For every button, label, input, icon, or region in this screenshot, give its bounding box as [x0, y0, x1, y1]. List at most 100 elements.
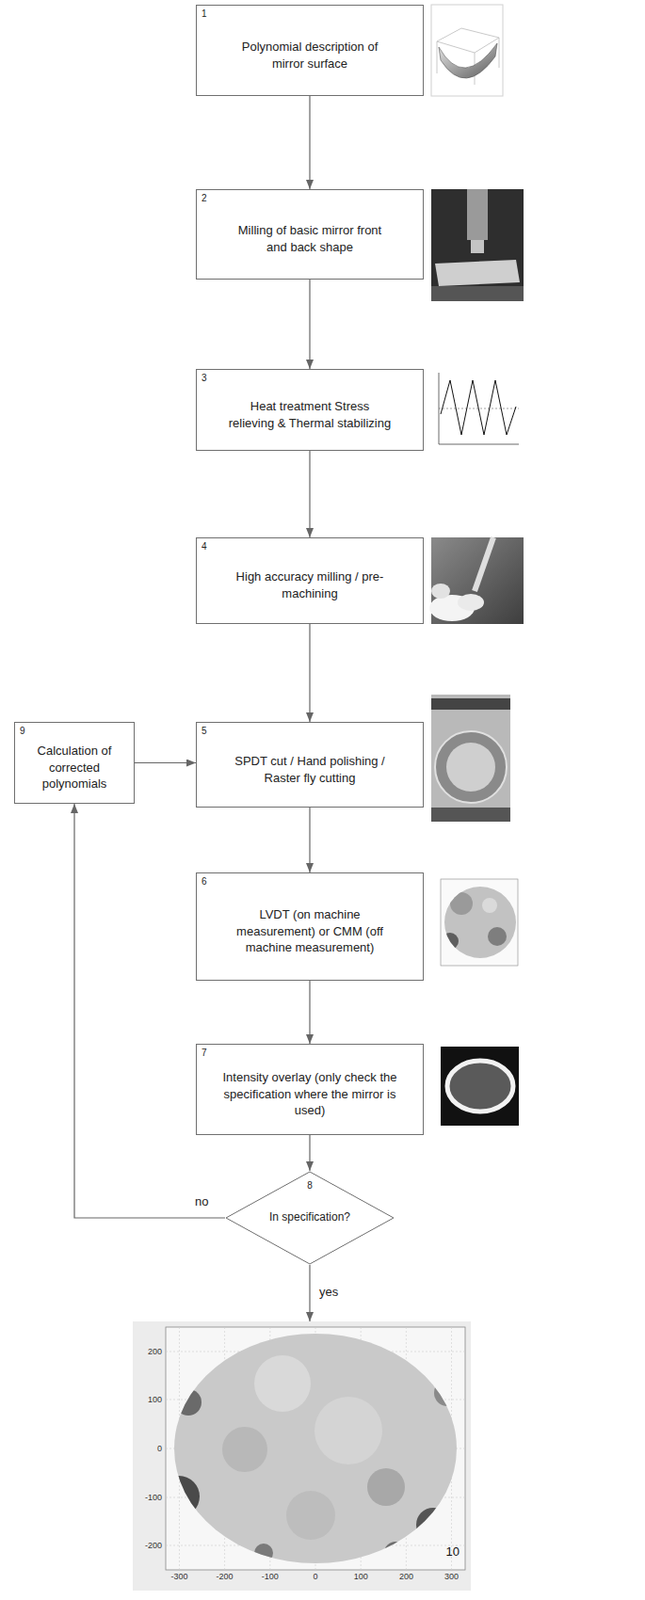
- chart-axes: [438, 372, 519, 445]
- deviation-patch: [254, 1544, 274, 1564]
- flow-arrow: [308, 279, 310, 370]
- step-number: 2: [201, 193, 208, 204]
- thumbnail-frame: [431, 4, 503, 97]
- deviation-patch: [384, 1542, 407, 1565]
- temperature-chart-thumbnail: [431, 369, 521, 452]
- flow-arrow: [308, 624, 310, 723]
- axis-tick-label: -300: [170, 1573, 188, 1582]
- plot-area: [440, 879, 518, 967]
- axis-tick-label: -100: [145, 1494, 162, 1503]
- deviation-patch: [441, 933, 459, 951]
- deviation-patch: [254, 1355, 311, 1413]
- flow-arrow: [74, 804, 226, 1219]
- machine-beam: [431, 698, 511, 710]
- step-text: Heat treatment Stress relieving & Therma…: [226, 398, 393, 432]
- deviation-patch: [482, 898, 498, 914]
- flow-arrow: [134, 762, 196, 764]
- grid-lines: [165, 1327, 466, 1571]
- axis-tick-label: -200: [145, 1542, 162, 1551]
- step-text: LVDT (on machine measurement) or CMM (of…: [226, 906, 393, 957]
- plot-area: [440, 1047, 519, 1127]
- deviation-patch: [175, 1389, 202, 1417]
- deviation-patch: [222, 1427, 268, 1473]
- measurement-map-thumbnail: [431, 872, 521, 982]
- process-box: 6LVDT (on machine measurement) or CMM (o…: [195, 872, 424, 982]
- step-number: 5: [201, 725, 208, 737]
- deviation-patch: [314, 1397, 383, 1466]
- step-number: 7: [201, 1048, 208, 1059]
- thumbnail-frame: [431, 1044, 521, 1136]
- spdt-machine-photo-thumbnail: [431, 694, 511, 823]
- decision-diamond: 8 In specification?: [225, 1171, 395, 1266]
- intensity-ring: [447, 1061, 514, 1113]
- temperature-cycle: [440, 380, 516, 436]
- axis-tick-label: 200: [399, 1573, 414, 1582]
- surface-plot-thumbnail: [431, 4, 503, 97]
- edge-label: no: [193, 1195, 210, 1210]
- workpiece: [435, 259, 520, 287]
- process-box: 2Milling of basic mirror front and back …: [195, 189, 424, 280]
- flow-arrow: [308, 1265, 310, 1323]
- process-box: 1Polynomial description of mirror surfac…: [195, 4, 424, 97]
- premachining-photo-thumbnail: [429, 537, 524, 625]
- decision-text: In specification?: [269, 1210, 351, 1225]
- process-box: 7Intensity overlay (only check the speci…: [195, 1044, 424, 1136]
- chips: [457, 594, 484, 612]
- step-text: Milling of basic mirror front and back s…: [226, 222, 393, 256]
- thumbnail-frame: [431, 369, 521, 452]
- step-number: 4: [201, 541, 208, 552]
- machine-table: [431, 286, 524, 302]
- step-number: 9: [19, 725, 26, 737]
- deviation-patch: [434, 1380, 461, 1407]
- deviation-patch: [450, 892, 473, 916]
- correction-box: 9Calculation of corrected polynomials: [14, 722, 135, 805]
- mirror-blank: [446, 742, 496, 792]
- deviation-patch: [367, 1468, 405, 1507]
- flow-arrow: [308, 807, 310, 873]
- mirror-surface: [438, 43, 498, 79]
- spindle: [467, 189, 488, 241]
- step-text: SPDT cut / Hand polishing / Raster fly c…: [226, 753, 393, 787]
- flow-arrow: [308, 451, 310, 538]
- axis-tick-label: 100: [354, 1573, 369, 1582]
- flow-arrow: [308, 981, 310, 1045]
- thumbnail-frame: [431, 872, 521, 982]
- axis-tick-label: 300: [444, 1573, 459, 1582]
- photo-background: [431, 189, 524, 302]
- step-number: 8: [225, 1180, 395, 1192]
- figure-frame: [132, 1322, 471, 1592]
- step-number: 3: [201, 372, 208, 384]
- step-text: High accuracy milling / pre-machining: [226, 568, 393, 602]
- step-number: 10: [446, 1546, 460, 1560]
- cutter: [470, 240, 484, 254]
- milling-photo-thumbnail: [431, 189, 524, 302]
- final-map-figure: [132, 1322, 471, 1592]
- machine-base: [431, 807, 511, 823]
- process-box: 4High accuracy milling / pre-machining: [195, 537, 424, 625]
- axis-lines: [436, 37, 500, 85]
- flow-arrow: [308, 1135, 310, 1172]
- diamond-shape: [225, 1172, 394, 1265]
- spindle-disk: [435, 731, 507, 804]
- step-number: 6: [201, 876, 208, 887]
- chips: [431, 583, 451, 599]
- photo-background: [431, 694, 511, 823]
- process-box: 3Heat treatment Stress relieving & Therm…: [195, 369, 424, 452]
- deviation-patch: [158, 1476, 200, 1518]
- deviation-patch: [487, 927, 507, 947]
- step-text: Intensity overlay (only check the specif…: [220, 1069, 400, 1120]
- plot-area: [165, 1327, 466, 1571]
- flow-arrow: [308, 96, 310, 190]
- process-box: 5SPDT cut / Hand polishing / Raster fly …: [195, 722, 424, 808]
- milling-tool: [474, 537, 494, 592]
- result-map-node: 10: [132, 1322, 471, 1592]
- edge-label: yes: [317, 1286, 340, 1300]
- axis-tick-label: 0: [157, 1445, 162, 1454]
- axis-plane: [436, 28, 500, 53]
- intensity-overlay-thumbnail: [431, 1044, 521, 1136]
- axis-tick-label: 0: [312, 1573, 318, 1582]
- step-text: Calculation of corrected polynomials: [23, 742, 126, 793]
- axis-tick-label: 100: [147, 1396, 162, 1405]
- axis-tick-label: 200: [147, 1348, 162, 1357]
